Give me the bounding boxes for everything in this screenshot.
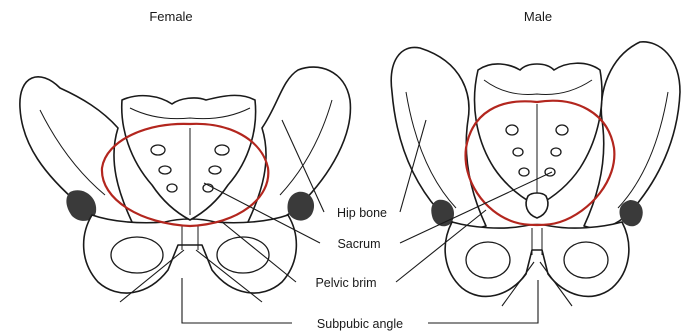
male-coccyx bbox=[526, 193, 548, 218]
male-left-obturator-foramen bbox=[466, 242, 510, 278]
male-title: Male bbox=[524, 9, 552, 24]
male-right-obturator-foramen bbox=[564, 242, 608, 278]
sacrum-label: Sacrum bbox=[337, 237, 380, 251]
subpubic-angle-label: Subpubic angle bbox=[317, 317, 403, 331]
female-right-obturator-foramen bbox=[217, 237, 269, 273]
female-pelvis bbox=[20, 67, 351, 293]
male-pelvis bbox=[391, 42, 680, 297]
female-right-acetabulum bbox=[287, 192, 314, 221]
female-left-obturator-foramen bbox=[111, 237, 163, 273]
female-title: Female bbox=[149, 9, 192, 24]
pelvic-brim-label: Pelvic brim bbox=[315, 276, 376, 290]
hip-bone-label: Hip bone bbox=[337, 206, 387, 220]
male-sacrum bbox=[475, 63, 602, 206]
